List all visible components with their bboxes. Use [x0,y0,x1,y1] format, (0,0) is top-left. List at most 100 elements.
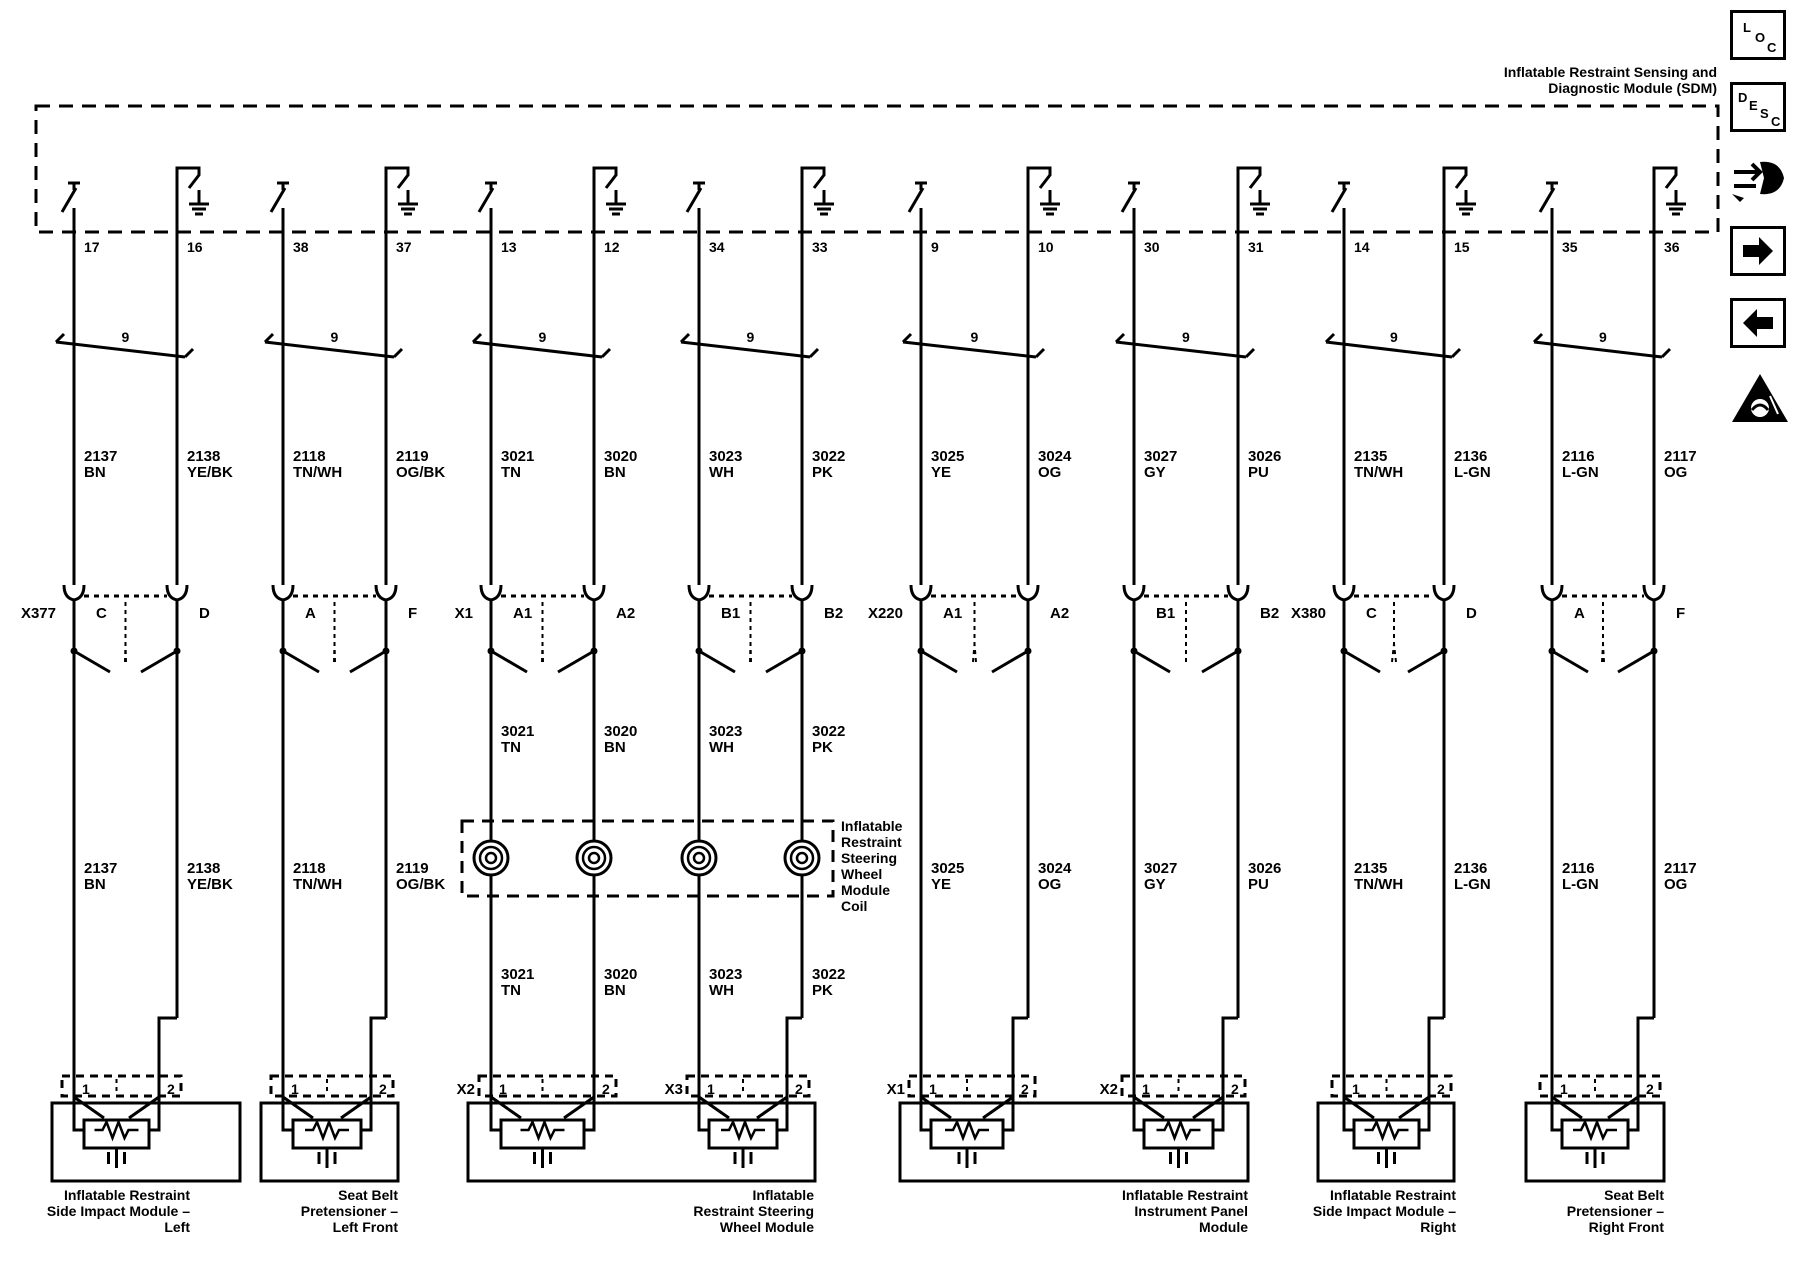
module-label: Inflatable Restraint [1122,1187,1248,1203]
twisted-pair-mark [902,340,1037,359]
switch-blade [907,187,925,213]
squib-shorting-bar [1133,1095,1165,1120]
location-button[interactable]: L O C [1730,10,1786,60]
circuit-number: 3021 [501,723,534,740]
connector-repair-button[interactable] [1730,154,1786,204]
wire-color: WH [709,982,734,999]
heating-element-icon [1364,1118,1409,1142]
connector-terminal [1226,584,1250,602]
ground-circuit [1026,166,1052,240]
wire-color: WH [709,464,734,481]
switch-blade [1538,187,1556,213]
device-connector-pin: 2 [1437,1081,1445,1097]
shorting-bar [1133,649,1171,674]
twisted-pair-mark [1114,332,1126,344]
wire [281,1097,293,1132]
squib-shorting-bar [128,1095,160,1120]
next-button[interactable] [1730,226,1786,276]
twisted-pair-label: 9 [1182,329,1190,345]
device-connector-pin: 1 [929,1081,937,1097]
circuit-number: 2136 [1454,860,1487,877]
pin-number: 16 [187,239,203,255]
pin-number: 13 [501,239,517,255]
shorting-bar [1551,649,1589,674]
description-button[interactable]: D E S C [1730,82,1786,132]
switch-blade [1330,187,1348,213]
device-connector-pin: 1 [82,1081,90,1097]
clockspring-coil-icon [795,851,809,865]
twisted-pair-mark [264,340,395,359]
switch-blade [269,187,287,213]
clockspring-coil-icon [692,851,706,865]
device-connector-box [477,1074,618,1098]
circuit-number: 3020 [604,448,637,465]
device-connector-pin: 2 [379,1081,387,1097]
pin-number: 17 [84,239,100,255]
arrow-right-icon [1743,237,1773,265]
twisted-pair-mark [1660,347,1672,359]
connector-terminal [479,584,503,602]
device-connector-pin: 2 [1231,1081,1239,1097]
clockspring-coil-icon [484,851,498,865]
pin-number: 31 [1248,239,1264,255]
circuit-number: 3020 [604,723,637,740]
shorting-link [333,643,336,663]
heating-element-icon [520,1118,565,1142]
module-label: Pretensioner – [301,1203,398,1219]
circuit-number: 3022 [812,448,845,465]
connector-pin: D [199,605,210,622]
wire [785,1016,802,1097]
device-connector-box [269,1074,395,1098]
circuit-number: 2135 [1354,448,1387,465]
coil-label: Restraint [841,834,902,850]
connector-pin: B1 [1156,605,1175,622]
connector-terminal [790,584,814,602]
twisted-pair-label: 9 [1599,329,1607,345]
heating-element-icon [945,1118,989,1142]
connector-pin: C [96,605,107,622]
connector-pin: B2 [824,605,843,622]
twisted-pair-mark [1532,332,1544,344]
twisted-pair-label: 9 [1390,329,1398,345]
twisted-pair-mark [901,332,913,344]
shorting-link [972,643,976,663]
previous-button[interactable] [1730,298,1786,348]
device-connector-box [60,1074,183,1098]
wire-color: YE [931,464,951,481]
ground-circuit [800,166,826,240]
twisted-pair-mark [679,332,691,344]
wire-color: L-GN [1454,464,1491,481]
device-connector-pin: 1 [1352,1081,1360,1097]
circuit-number: 3026 [1248,448,1281,465]
wire [361,1097,373,1132]
wire [1221,1016,1238,1097]
wire [1132,1097,1144,1132]
connector-pin: F [1676,605,1685,622]
heating-element-icon [1156,1118,1201,1142]
twisted-pair-mark [1325,340,1453,359]
circuit-number: 2118 [293,448,326,465]
device-connector-box [1120,1074,1247,1098]
wire-color: L-GN [1454,876,1491,893]
clockspring-coil-icon [686,845,712,871]
pin-number: 15 [1454,239,1470,255]
wire-color: YE/BK [187,464,233,481]
caution-button[interactable] [1730,370,1788,422]
wire-color: OG [1664,464,1687,481]
device-connector-label: X2 [457,1081,475,1098]
pin-number: 14 [1354,239,1370,255]
wire-color: PU [1248,464,1269,481]
wire-color: YE/BK [187,876,233,893]
desc-letter: C [1771,114,1781,129]
clockspring-coil-icon [587,851,601,865]
squib-shorting-bar [340,1095,372,1120]
device-connector-label: X3 [665,1081,683,1098]
connector-label: X1 [455,605,473,622]
twisted-pair-label: 9 [122,329,130,345]
connector-pin: B2 [1260,605,1279,622]
circuit-number: 2116 [1562,448,1595,465]
wire [1003,1097,1015,1132]
module-label: Restraint Steering [693,1203,814,1219]
connector-pin: A2 [616,605,635,622]
shorting-bar [920,649,958,674]
